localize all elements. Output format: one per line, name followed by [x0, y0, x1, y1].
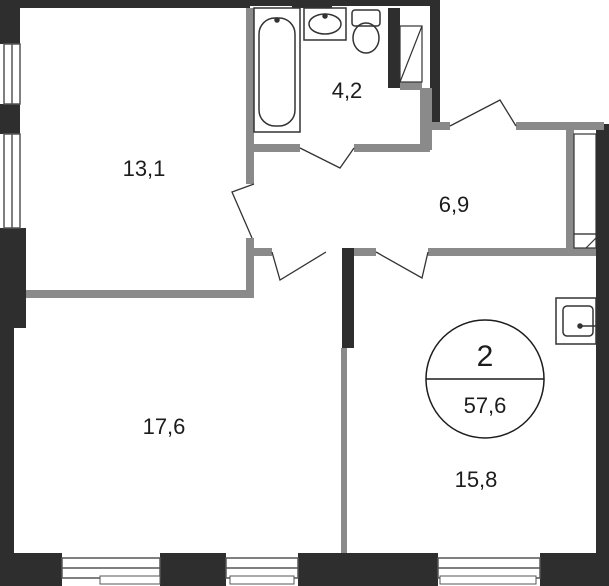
hallway-closet [573, 133, 597, 249]
toilet-icon [351, 9, 381, 54]
sink-icon [303, 7, 347, 41]
doors [231, 99, 517, 281]
kitchen-area: 15,8 [455, 467, 498, 492]
bedroom-area: 13,1 [123, 156, 166, 181]
stove-icon [555, 297, 597, 345]
hallway-area: 6,9 [439, 192, 470, 217]
window-sills [99, 575, 537, 585]
apartment-badge: 2 57,6 [425, 319, 545, 439]
closet-fixture [399, 25, 423, 83]
rooms-count: 2 [477, 340, 494, 373]
living-room-area: 17,6 [143, 414, 186, 439]
windows [3, 43, 541, 579]
bathroom-area: 4,2 [332, 78, 363, 103]
bathtub-icon [253, 7, 301, 133]
total-area: 57,6 [464, 393, 507, 418]
inner-walls [26, 8, 604, 553]
